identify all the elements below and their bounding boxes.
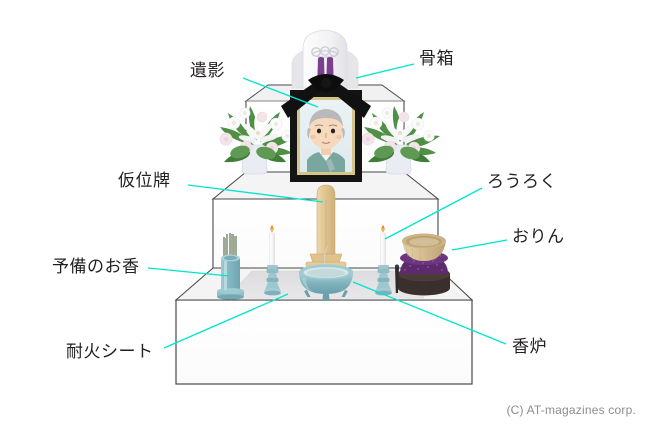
altar-tier-bottom [175, 299, 473, 385]
leader-rousoku [384, 187, 483, 240]
spare-incense-holder [217, 233, 244, 300]
leader-kotsubako [355, 63, 415, 79]
label-orin: おりん [512, 227, 565, 246]
label-kariihai: 仮位牌 [118, 171, 171, 190]
orin-bell [395, 233, 450, 296]
lily-left [238, 116, 279, 143]
urn-decoration [311, 46, 339, 58]
candlestick-right [375, 225, 392, 296]
label-kotsubako: 骨箱 [419, 49, 454, 68]
candlestick-left [264, 225, 281, 296]
mourning-ribbon [281, 74, 371, 118]
leader-iei [242, 77, 319, 108]
leader-lines [147, 63, 508, 349]
label-iei: 遺影 [190, 61, 225, 80]
portrait-subject [307, 109, 345, 172]
bell-striker [395, 264, 399, 293]
label-kouro: 香炉 [512, 337, 547, 356]
leader-kouro [352, 281, 507, 345]
memorial-portrait [281, 74, 371, 182]
lily-right [380, 116, 421, 143]
flower-arrangement-right [361, 106, 440, 175]
leader-yobi-no-okou [147, 267, 230, 277]
incense-burner [299, 245, 353, 301]
label-taika-sheet: 耐火シート [66, 342, 154, 361]
leader-orin [451, 239, 508, 251]
copyright-notice: (C) AT-magazines corp. [506, 403, 636, 417]
label-rousoku: ろうろく [487, 172, 557, 191]
leader-taika-sheet [163, 293, 289, 349]
flower-arrangement-left [219, 106, 296, 175]
leader-kariihai [187, 184, 324, 203]
label-yobi-no-okou: 予備のお香 [52, 257, 140, 276]
